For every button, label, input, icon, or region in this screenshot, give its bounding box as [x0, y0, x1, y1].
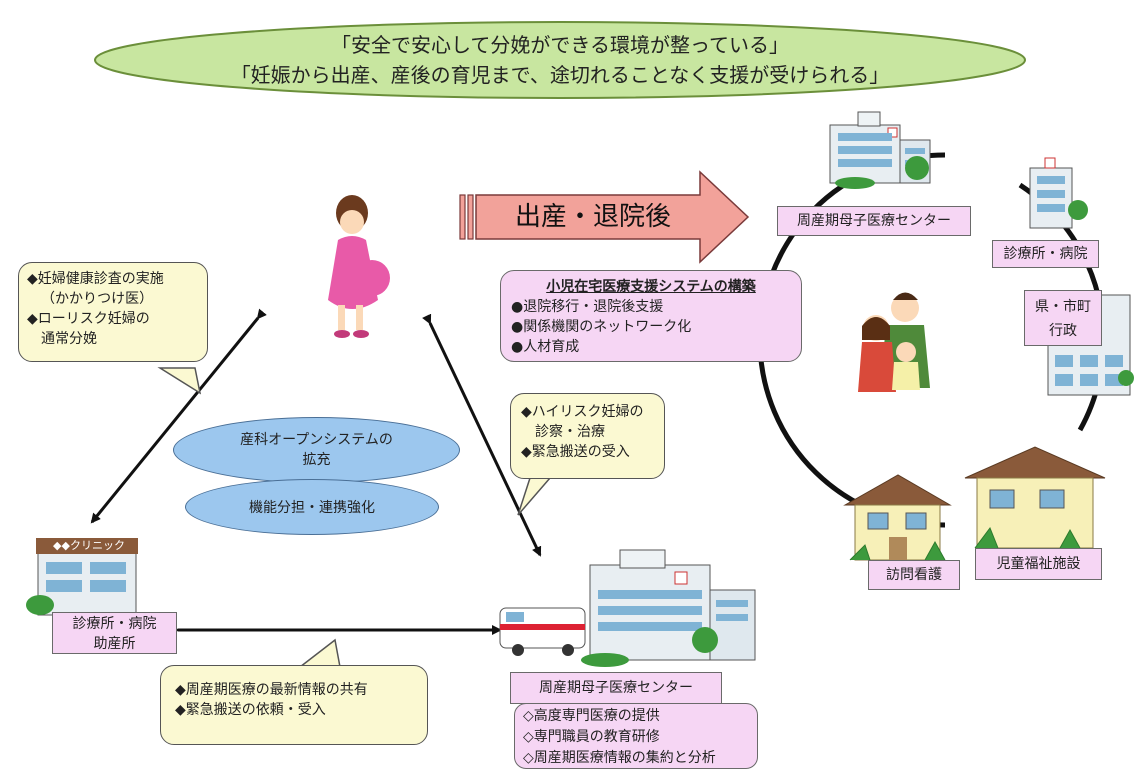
center-functions-box: ◇高度専門医療の提供 ◇専門職員の教育研修 ◇周産期医療情報の集約と分析	[514, 703, 758, 769]
pregnant-woman-icon	[328, 195, 390, 338]
open-system-oval: 産科オープンシステムの 拡充	[173, 417, 460, 483]
bubble-line: 診察・治療	[535, 424, 605, 440]
center-function-item: ◇高度専門医療の提供	[523, 708, 660, 724]
center-function-item: ◇専門職員の教育研修	[523, 729, 660, 745]
support-item: ●関係機関のネットワーク化	[511, 319, 692, 335]
support-system-title: 小児在宅医療支援システムの構築	[546, 279, 756, 295]
open-system-line: 産科オープンシステムの	[240, 432, 393, 448]
bubble-line: （かかりつけ医）	[41, 291, 154, 307]
family-icon	[858, 292, 930, 392]
arrow-mother-center	[422, 313, 542, 557]
bubble-line: ◆ローリスク妊婦の	[27, 311, 150, 327]
home-nursing-house-icon	[843, 474, 952, 561]
perinatal-center-building-icon-top	[829, 111, 931, 189]
support-item: ●退院移行・退院後支援	[511, 299, 664, 315]
bubble-maternal-checkup: ◆妊婦健康診査の実施 （かかりつけ医） ◆ローリスク妊婦の 通常分娩	[18, 262, 208, 362]
bubble-line: ◆緊急搬送の依頼・受入	[175, 702, 326, 718]
pref-city-line: 県・市町	[1035, 299, 1091, 315]
arrow-mother-clinic	[90, 308, 267, 524]
header-line-1: 「安全で安心して分娩ができる環境が整っている」	[331, 33, 789, 57]
bubble-tail-top-left	[157, 367, 202, 395]
bubble-line: ◆緊急搬送の受入	[521, 444, 630, 460]
header-text: 「安全で安心して分娩ができる環境が整っている」 「妊娠から出産、産後の育児まで、…	[120, 30, 1000, 90]
bubble-line: ◆妊婦健康診査の実施	[27, 271, 164, 287]
clinic-building-icon-right	[1029, 157, 1088, 229]
division-of-roles-oval: 機能分担・連携強化	[185, 479, 439, 535]
bubble-line: 通常分娩	[41, 331, 97, 347]
support-system-box: 小児在宅医療支援システムの構築 ●退院移行・退院後支援 ●関係機関のネットワーク…	[500, 270, 802, 362]
left-clinic-building-icon	[26, 538, 138, 616]
header-line-2: 「妊娠から出産、産後の育児まで、途切れることなく支援が受けられる」	[230, 63, 890, 87]
header-ellipse	[94, 21, 1026, 99]
center-function-item: ◇周産期医療情報の集約と分析	[523, 750, 716, 766]
clinic-midwife-line: 診療所・病院	[72, 616, 157, 632]
pref-city-label: 県・市町 行政	[1024, 290, 1102, 346]
bubble-line: ◆周産期医療の最新情報の共有	[175, 682, 368, 698]
after-birth-arrow	[459, 170, 750, 264]
clinic-sign: ◆◆クリニック	[53, 539, 125, 552]
child-welfare-house-icon	[964, 446, 1106, 549]
open-system-line: 拡充	[302, 452, 331, 468]
bubble-line: ◆ハイリスク妊婦の	[521, 404, 644, 420]
arrow-label: 出産・退院後	[515, 202, 672, 232]
bubble-tail-mid-right	[517, 477, 552, 516]
bubble-high-risk: ◆ハイリスク妊婦の 診察・治療 ◆緊急搬送の受入	[510, 393, 665, 479]
support-item: ●人材育成	[511, 339, 580, 355]
clinic-midwife-label: 診療所・病院 助産所	[52, 612, 177, 654]
child-welfare-label: 児童福祉施設	[975, 548, 1102, 580]
bubble-info-sharing: ◆周産期医療の最新情報の共有 ◆緊急搬送の依頼・受入	[160, 665, 428, 745]
home-nursing-label: 訪問看護	[868, 560, 960, 590]
bottom-perinatal-center-icon	[499, 549, 756, 667]
clinic-hospital-label-right: 診療所・病院	[992, 240, 1099, 268]
bubble-tail-bottom	[297, 638, 341, 668]
perinatal-center-label-top: 周産期母子医療センター	[777, 206, 971, 236]
clinic-midwife-line: 助産所	[93, 636, 136, 652]
perinatal-center-label-bottom: 周産期母子医療センター	[510, 672, 722, 704]
pref-city-line: 行政	[1049, 323, 1077, 339]
